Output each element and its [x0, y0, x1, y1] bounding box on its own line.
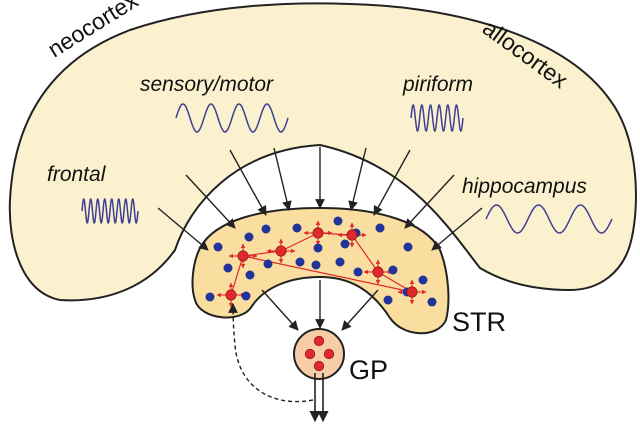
red-connection	[280, 232, 319, 252]
neuron-blue	[403, 242, 413, 252]
input-arrow	[157, 207, 209, 251]
input-arrow	[404, 174, 455, 229]
sensory-motor-label: sensory/motor	[140, 73, 274, 96]
gp-neuron	[323, 348, 335, 360]
gp-label: GP	[349, 355, 389, 385]
neuron-blue	[340, 239, 350, 249]
wave-hippocampus	[485, 204, 613, 234]
neuron-red	[237, 250, 249, 262]
neuron-blue	[205, 292, 215, 302]
neuron-red	[275, 245, 287, 257]
neuron-blue	[245, 270, 255, 280]
input-arrow	[373, 149, 411, 216]
neuron-blue	[263, 259, 273, 269]
neuron-blue	[295, 257, 305, 267]
gp-neuron	[313, 335, 325, 347]
input-arrow	[229, 149, 267, 216]
input-arrow	[185, 174, 236, 229]
neuron-blue	[313, 243, 323, 253]
neuron-blue	[241, 291, 251, 301]
neuron-blue	[213, 242, 223, 252]
red-connection	[242, 250, 282, 257]
neuron-red	[372, 266, 384, 278]
input-arrow	[261, 289, 299, 331]
wave-sensory-motor	[175, 103, 289, 133]
str-label: STR	[452, 307, 506, 337]
neuron-blue	[353, 267, 363, 277]
feedback-dashed-path	[228, 303, 314, 403]
gp-neuron	[304, 348, 316, 360]
neuron-red	[406, 286, 418, 298]
hippocampus-label: hippocampus	[462, 175, 587, 198]
oscillation-waves	[81, 103, 613, 234]
neuron-blue	[418, 275, 428, 285]
neuron-blue	[375, 223, 385, 233]
neuron-red	[312, 227, 324, 239]
gp-neurons	[304, 335, 335, 372]
striatal-network	[205, 216, 437, 308]
neuron-blue	[292, 223, 302, 233]
neuron-blue	[223, 263, 233, 273]
neuron-blue	[333, 216, 343, 226]
gp-shape	[293, 328, 345, 380]
frontal-label: frontal	[47, 163, 106, 186]
neuron-blue	[427, 297, 437, 307]
neuron-blue	[335, 257, 345, 267]
cortex-shape	[8, 2, 637, 302]
neuron-blue	[388, 265, 398, 275]
neuron-blue	[311, 260, 321, 270]
neuron-blue	[383, 295, 393, 305]
input-arrow	[273, 147, 292, 211]
wave-frontal	[81, 198, 139, 224]
red-connection	[351, 234, 379, 273]
input-arrow	[348, 147, 367, 211]
wave-piriform	[410, 104, 464, 132]
gp-neuron	[313, 360, 325, 372]
input-arrow	[341, 289, 379, 331]
cortical-input-arrows	[157, 147, 483, 331]
neuron-blue	[261, 224, 271, 234]
neuron-red	[225, 289, 237, 301]
piriform-label: piriform	[403, 73, 474, 96]
input-arrow	[431, 207, 483, 251]
neuron-blue	[244, 232, 254, 242]
neuron-red	[346, 229, 358, 241]
red-connection	[230, 255, 244, 296]
